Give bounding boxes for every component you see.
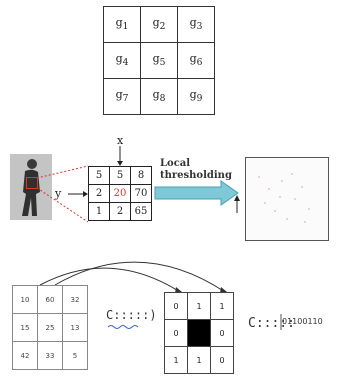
value-cell: 5 (62, 341, 88, 370)
value-row: 10 60 32 (12, 285, 88, 314)
curve-arrowhead-icon (175, 287, 182, 293)
value-cell: 25 (37, 313, 63, 342)
pixel-grid: 5 5 8 2 20 70 1 2 65 (88, 166, 152, 221)
wavy-underline (107, 325, 139, 329)
threshold-arrow-icon (154, 180, 239, 206)
cell-subscript: 1 (122, 21, 129, 33)
pixel-row: 5 5 8 (88, 166, 152, 185)
transform-ellipsis: C:::::) (106, 308, 157, 322)
y-arrowhead-icon (83, 191, 88, 197)
neighborhood-row: g1 g2 g3 (103, 6, 215, 43)
neighborhood-cell: g5 (140, 42, 178, 79)
threshold-label-line1: Local (160, 158, 191, 169)
roi-marker (26, 177, 38, 189)
value-cell: 10 (12, 285, 38, 314)
cell-base: g (189, 16, 197, 30)
value-grid: 10 60 32 15 25 13 42 33 5 (12, 285, 88, 370)
binary-cell: 1 (187, 346, 211, 374)
binary-cell: 0 (210, 319, 234, 347)
neighborhood-cell: g3 (177, 6, 215, 43)
pixel-cell: 65 (130, 202, 152, 221)
pixel-cell: 2 (109, 202, 131, 221)
x-arrowhead-icon (117, 161, 123, 166)
cell-base: g (152, 88, 160, 102)
binary-code: 01100110 (282, 317, 323, 326)
curve-arrowhead-icon (220, 287, 227, 293)
cell-subscript: 8 (159, 93, 166, 105)
binary-cell: 0 (164, 319, 188, 347)
encoding-ellipsis: C::::: (248, 316, 295, 331)
value-cell: 15 (12, 313, 38, 342)
neighborhood-cell: g1 (103, 6, 141, 43)
cell-base: g (189, 88, 197, 102)
pixel-row: 1 2 65 (88, 202, 152, 221)
cell-base: g (115, 52, 123, 66)
value-cell: 13 (62, 313, 88, 342)
value-row: 42 33 5 (12, 341, 88, 370)
cell-subscript: 3 (196, 21, 203, 33)
x-axis-label: x (117, 134, 124, 147)
value-cell: 42 (12, 341, 38, 370)
pedestrian-silhouette-icon (10, 154, 52, 220)
pixel-row: 2 20 70 (88, 184, 152, 203)
neighborhood-grid: g1 g2 g3 g4 g5 g6 g7 g8 g9 (103, 6, 215, 115)
cell-subscript: 6 (196, 57, 203, 69)
cell-base: g (115, 16, 123, 30)
binary-cell: 1 (164, 346, 188, 374)
cell-subscript: 7 (122, 93, 129, 105)
value-cell: 60 (37, 285, 63, 314)
cell-subscript: 5 (159, 57, 166, 69)
binary-cell: 0 (210, 346, 234, 374)
neighborhood-cell: g4 (103, 42, 141, 79)
zoom-line-bottom (36, 187, 89, 223)
center-binary-cell (187, 319, 211, 347)
curve-arrow-left (39, 267, 181, 293)
neighborhood-cell: g6 (177, 42, 215, 79)
y-axis-label: y (55, 187, 62, 200)
cell-subscript: 2 (159, 21, 166, 33)
binary-cell: 1 (210, 292, 234, 320)
pixel-cell: 1 (88, 202, 110, 221)
value-cell: 33 (37, 341, 63, 370)
binary-row: 0 1 1 (164, 292, 234, 320)
cell-base: g (152, 16, 160, 30)
neighborhood-cell: g9 (177, 78, 215, 115)
cell-subscript: 9 (196, 93, 203, 105)
cell-base: g (189, 52, 197, 66)
binary-row: 1 1 0 (164, 346, 234, 374)
neighborhood-row: g7 g8 g9 (103, 78, 215, 115)
result-arrowhead-icon (234, 195, 240, 201)
pixel-cell: 8 (130, 166, 152, 185)
pixel-cell: 5 (109, 166, 131, 185)
binary-cell: 0 (164, 292, 188, 320)
threshold-result-image (245, 157, 329, 241)
cell-base: g (152, 52, 160, 66)
value-cell: 32 (62, 285, 88, 314)
cell-base: g (115, 88, 123, 102)
neighborhood-cell: g8 (140, 78, 178, 115)
pedestrian-image (10, 154, 52, 220)
zoom-line-top (36, 165, 89, 179)
neighborhood-row: g4 g5 g6 (103, 42, 215, 79)
binary-grid: 0 1 1 0 0 1 1 0 (164, 292, 234, 374)
curve-arrow-right (54, 261, 226, 293)
pixel-cell: 5 (88, 166, 110, 185)
noise-pattern (258, 173, 310, 223)
threshold-label: Local thresholding (160, 158, 232, 182)
pixel-cell: 2 (88, 184, 110, 203)
threshold-label-line2: thresholding (160, 170, 232, 181)
binary-cell: 1 (187, 292, 211, 320)
pixel-cell: 70 (130, 184, 152, 203)
center-pixel-cell: 20 (109, 184, 131, 203)
binary-row: 0 0 (164, 319, 234, 347)
value-row: 15 25 13 (12, 313, 88, 342)
cell-subscript: 4 (122, 57, 129, 69)
